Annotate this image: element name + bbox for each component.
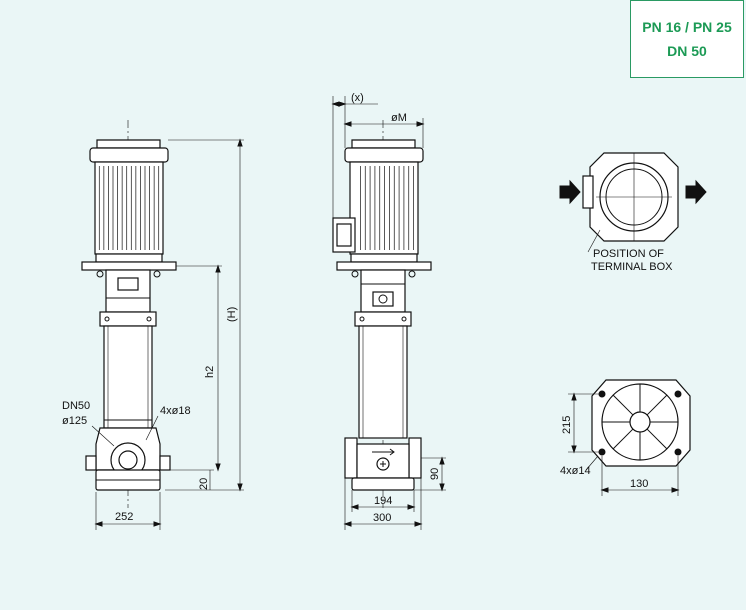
- front-view: [81, 120, 177, 508]
- nominal-diameter: DN 50: [667, 43, 707, 59]
- side-motor-cooling-fins: [360, 166, 414, 250]
- side-view: [332, 120, 432, 508]
- inlet-diameter-label: ø125: [62, 415, 87, 427]
- motor-diameter-label: øM: [391, 112, 407, 124]
- base-spoke: [646, 428, 668, 450]
- base-width-label: 130: [630, 478, 648, 490]
- pressure-spec-box: PN 16 / PN 25 DN 50: [630, 0, 744, 78]
- total-height-label: (H): [226, 307, 238, 322]
- bolt-holes-label: 4xø18: [160, 405, 191, 417]
- right-arrow-icon: [685, 179, 707, 205]
- base-spoke: [612, 394, 634, 416]
- base-spoke: [646, 394, 668, 416]
- inlet-height-label: 90: [429, 468, 441, 480]
- terminal-position-label-1: POSITION OF: [593, 248, 664, 260]
- motor-cooling-fins: [98, 166, 160, 250]
- terminal-position-label-2: TERMINAL BOX: [591, 261, 673, 273]
- pressure-rating: PN 16 / PN 25: [642, 19, 732, 35]
- side-view-dimensions: (x) øM 194 300 90: [331, 92, 446, 530]
- base-spoke: [612, 428, 634, 450]
- front-view-dimensions: 252 (H) h2 20 DN50 ø125 4xø18: [62, 138, 244, 530]
- base-bottom-view: 215 4xø14 130: [560, 379, 691, 496]
- left-arrow-icon: [559, 179, 581, 205]
- base-depth-label: 215: [561, 416, 573, 434]
- base-holes-label: 4xø14: [560, 465, 591, 477]
- outer-width-label: 300: [373, 512, 391, 524]
- base-height-label: 20: [198, 478, 210, 490]
- offset-x-label: (x): [351, 92, 364, 104]
- terminal-box-view: POSITION OF TERMINAL BOX: [559, 152, 707, 273]
- h2-label: h2: [204, 366, 216, 378]
- front-width-label: 252: [115, 511, 133, 523]
- inner-width-label: 194: [374, 495, 392, 507]
- base-spokes: [602, 384, 678, 460]
- inlet-dn-label: DN50: [62, 400, 90, 412]
